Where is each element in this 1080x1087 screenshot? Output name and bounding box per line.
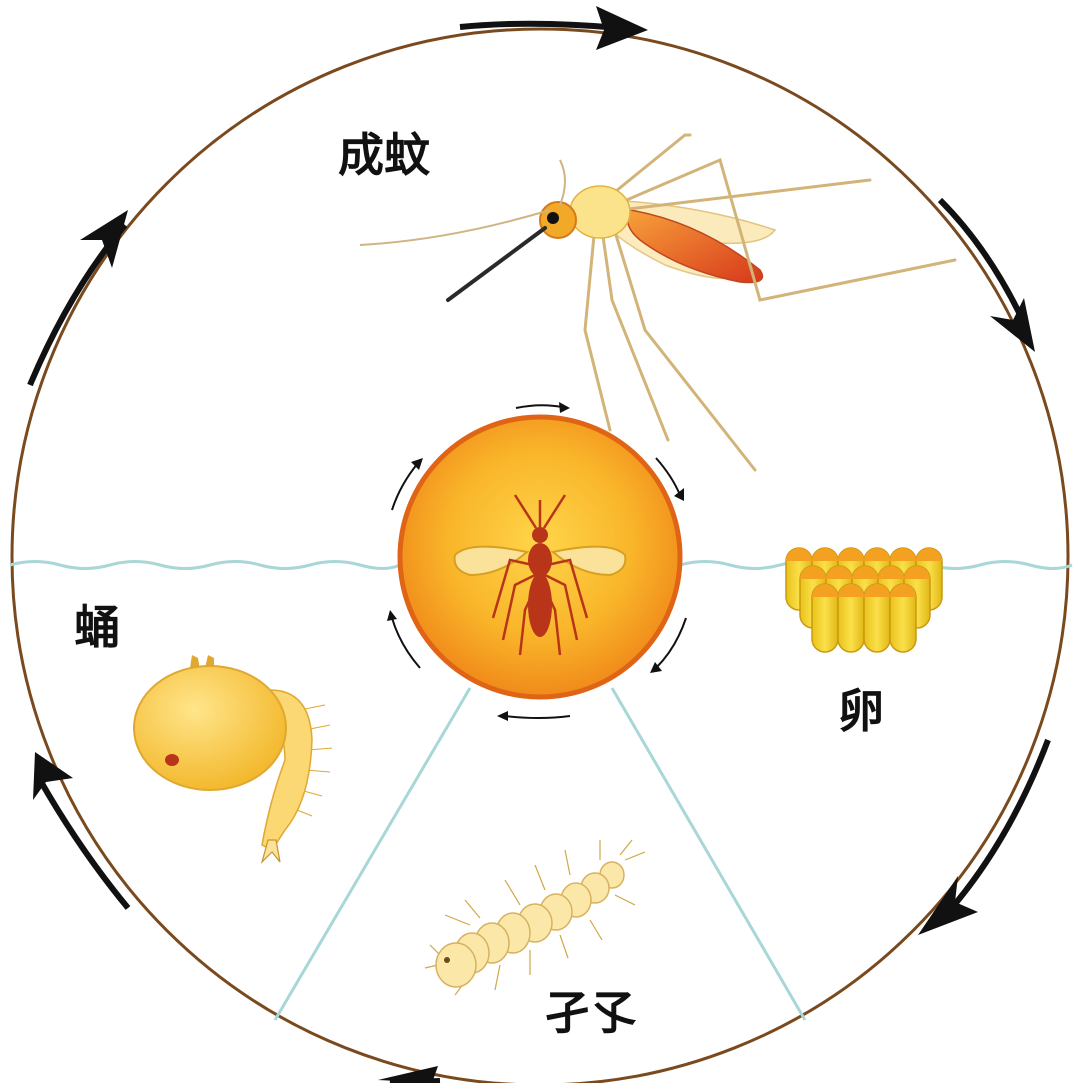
arc-left-lower xyxy=(37,778,131,910)
water-line-left xyxy=(9,560,401,570)
arc-right-upper xyxy=(937,197,1028,327)
pupa-icon xyxy=(133,655,333,865)
inner-arc-right-upper xyxy=(655,457,681,496)
egg-cluster-icon xyxy=(785,547,943,653)
adult-mosquito-icon xyxy=(359,133,957,472)
arrowhead-right-upper xyxy=(990,298,1035,352)
arrowhead-right-lower xyxy=(918,876,978,935)
inner-arc-bottom xyxy=(504,715,571,719)
inner-arc-top xyxy=(515,404,563,409)
center-mosquito-icon xyxy=(453,494,627,656)
outer-arrowheads xyxy=(33,6,1035,1083)
label-adult: 成蚊 xyxy=(338,128,430,182)
arc-right-lower xyxy=(947,738,1051,912)
sector-line-right xyxy=(610,687,807,1021)
inner-arrowheads xyxy=(387,402,684,721)
label-egg: 卵 xyxy=(838,684,884,738)
label-pupa: 蛹 xyxy=(74,600,120,654)
sector-line-left xyxy=(273,687,472,1021)
arrowhead-left-upper xyxy=(80,210,128,268)
inner-arc-left-lower xyxy=(391,617,421,669)
arrowhead-top xyxy=(596,6,648,50)
arc-top xyxy=(459,20,621,31)
inner-arc-right-lower xyxy=(655,617,687,669)
arrowhead-left-lower xyxy=(33,752,73,800)
inner-arc-left-upper xyxy=(391,462,419,511)
label-larva: 孑孓 xyxy=(544,986,636,1040)
arrowhead-bottom xyxy=(378,1066,438,1083)
inner-arrow-arcs xyxy=(391,404,687,719)
larva-icon xyxy=(424,839,646,996)
